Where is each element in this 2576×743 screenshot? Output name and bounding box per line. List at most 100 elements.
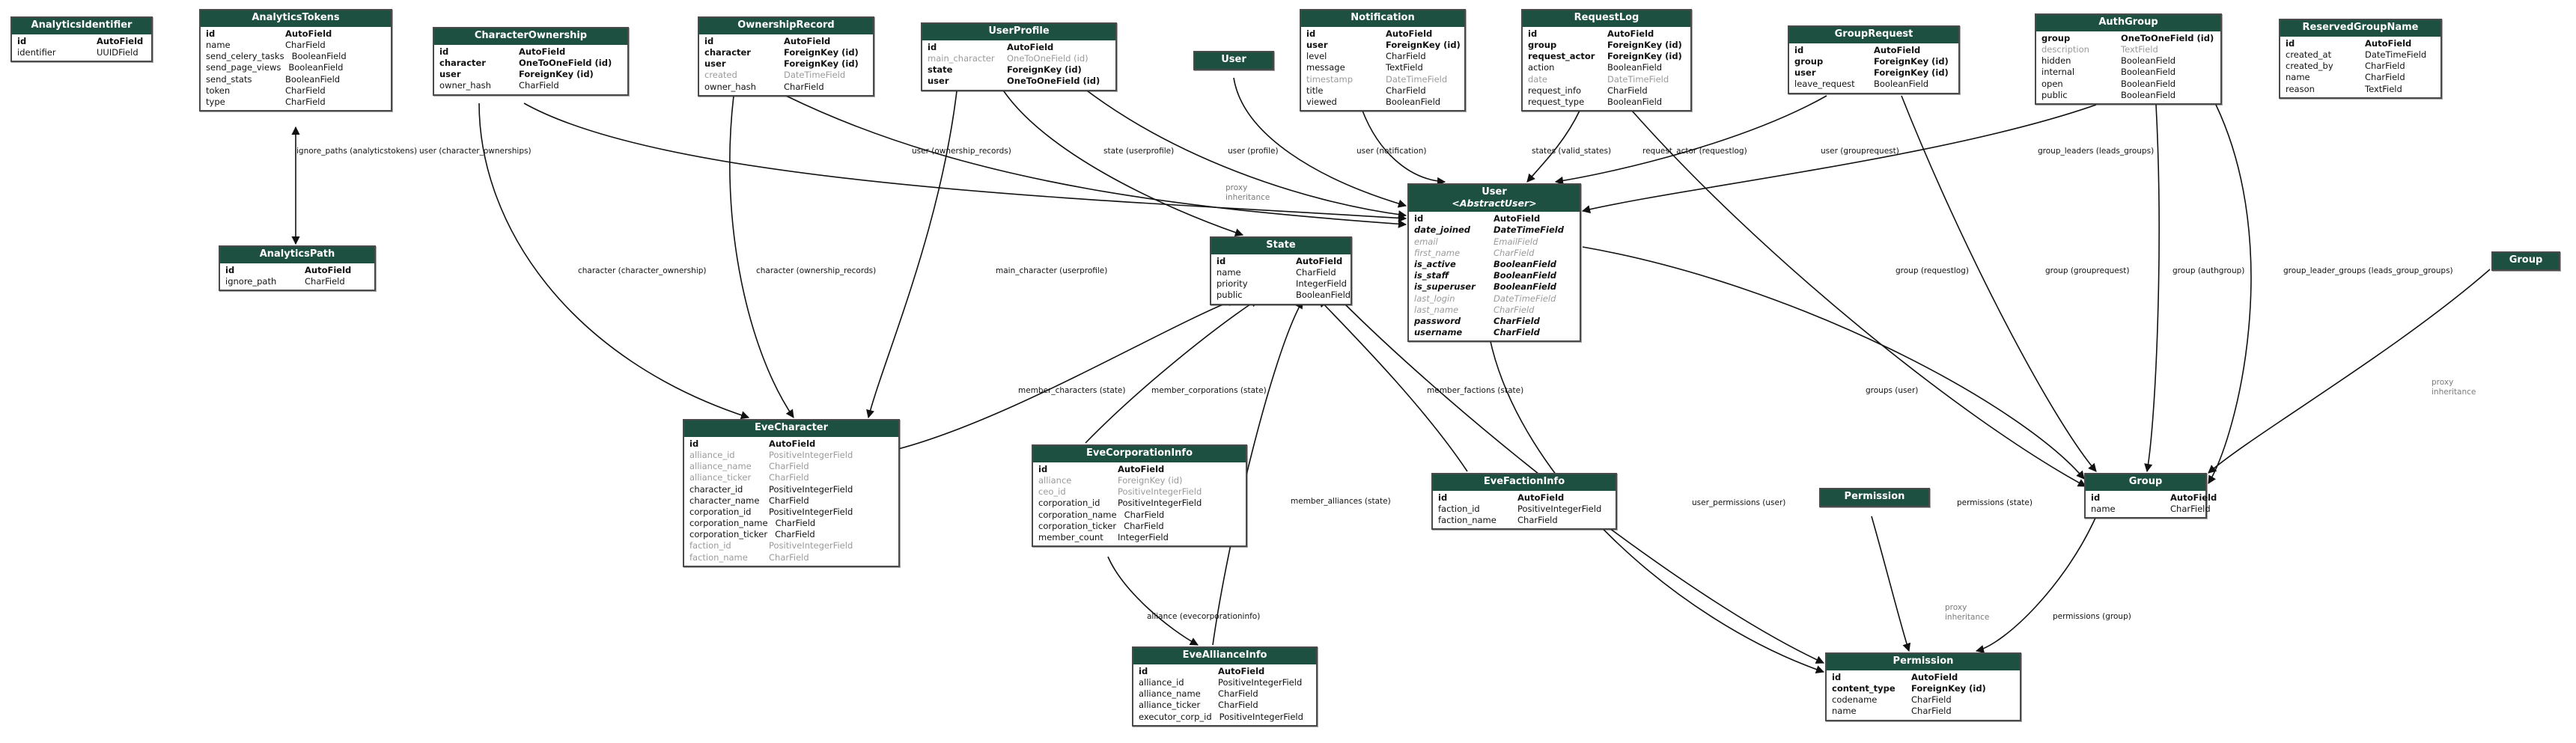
field-type: CharField [1911,706,1952,717]
field-name: id [1794,44,1804,55]
field-name: id [2091,492,2101,503]
field-type: CharField [775,518,816,529]
field-name: ceo_id [1038,486,1066,498]
field-name: member_count [1038,531,1103,542]
entity-title: EveCorporationInfo [1033,446,1246,462]
field-type: CharField [519,80,559,91]
edge-label: main_character (userprofile) [996,266,1108,275]
field-type: CharField [1517,515,1558,526]
field-name: id [206,28,216,39]
edge-label: user (profile) [1228,147,1279,156]
entity-title: UserProfile [922,24,1115,40]
field-type: BooleanField [1493,270,1557,281]
edge-label: group (authgroup) [2172,266,2245,275]
field-name: send_stats [206,73,252,85]
field-name: corporation_id [1038,498,1100,509]
field-name: codename [1832,694,1878,706]
entity-permission[interactable]: Permission [1819,488,1930,507]
field-type: CharField [784,81,824,92]
entity-group[interactable]: Group [2491,251,2560,271]
field-name: user [704,58,726,70]
field-type: DateTimeField [2365,49,2427,61]
field-name: user [1306,40,1328,51]
field-name: id [439,46,449,57]
entity-title: AnalyticsTokens [201,10,391,27]
edge-label: user (ownership_records) [912,147,1011,156]
field-type: ForeignKey (id) [784,47,859,58]
field-type: AutoField [97,35,144,46]
field-type: CharField [2170,504,2211,515]
field-name: id [1832,671,1842,682]
field-type: BooleanField [291,51,347,62]
field-type: UUIDField [97,47,138,58]
field-name: reason [2286,83,2315,94]
field-name: id [2286,37,2295,49]
field-name: hidden [2041,55,2071,67]
edge-label: groups (user) [1866,386,1919,395]
field-name: username [1414,327,1463,338]
field-name: state [928,64,953,76]
field-type: PositiveIntegerField [1118,498,1202,509]
field-name: corporation_id [689,506,752,517]
field-name: user [1794,67,1816,79]
entity-title: User [1195,52,1273,69]
field-name: level [1306,51,1327,62]
field-name: ignore_path [225,276,277,287]
field-type: CharField [1386,51,1426,62]
field-name: last_name [1414,304,1459,315]
field-type: PositiveIntegerField [769,450,853,461]
field-type: CharField [1493,247,1535,258]
field-name: id [689,438,699,449]
entity-user[interactable]: User [1193,51,1274,70]
field-name: is_staff [1414,270,1449,281]
field-name: content_type [1832,683,1896,694]
field-type: BooleanField [1386,96,1441,107]
field-name: corporation_ticker [689,529,768,540]
field-type: CharField [1911,694,1952,706]
field-name: id [1528,28,1538,39]
edge-label: member_alliances (state) [1291,497,1391,506]
field-type: AutoField [1517,492,1565,503]
field-type: BooleanField [2121,89,2176,100]
field-name: faction_id [689,540,731,551]
